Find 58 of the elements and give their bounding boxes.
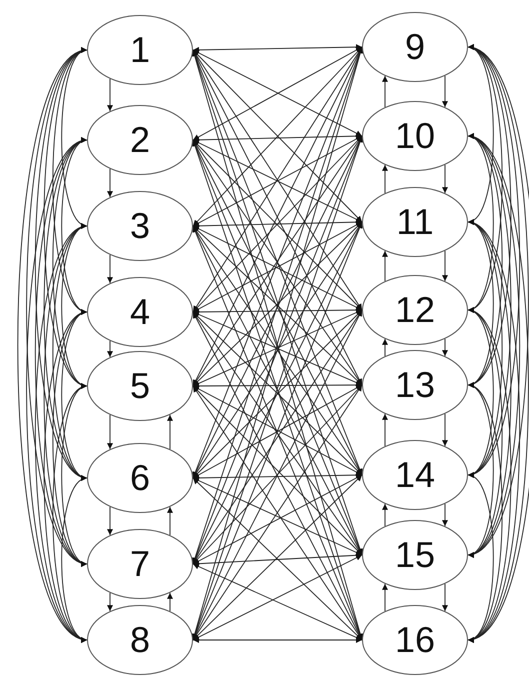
arrow: [382, 338, 388, 357]
arrow: [468, 474, 494, 640]
node-ellipse: 13: [362, 350, 468, 420]
arrow: [382, 164, 388, 194]
arrow: [442, 164, 448, 194]
arrow: [468, 310, 512, 640]
node-ellipse: 14: [362, 440, 468, 510]
arrow: [107, 254, 113, 284]
arrow: [192, 133, 362, 143]
arrow: [382, 413, 388, 447]
arrow: [382, 503, 388, 527]
arrow: [468, 384, 503, 640]
arrow: [107, 168, 113, 198]
arrow: [107, 78, 113, 112]
arrow: [107, 340, 113, 358]
node-ellipse: 8: [87, 605, 193, 675]
arrow: [167, 414, 173, 450]
arrow: [26, 140, 88, 640]
node-ellipse: 16: [362, 605, 468, 675]
node-ellipse: 11: [362, 187, 468, 257]
arrow: [167, 506, 173, 536]
arrow: [107, 414, 113, 450]
arrow: [61, 478, 88, 640]
arrow: [192, 219, 362, 229]
arrow: [61, 386, 88, 564]
arrow: [192, 637, 362, 643]
arrow: [52, 386, 88, 640]
arrow: [382, 583, 388, 612]
arrow: [107, 592, 113, 612]
arrow: [382, 75, 388, 108]
arrow: [468, 384, 494, 556]
node-ellipse: 10: [362, 101, 468, 171]
arrow: [442, 503, 448, 527]
node-ellipse: 1: [87, 15, 193, 85]
node-ellipse: 6: [87, 443, 193, 513]
arrow: [442, 75, 448, 108]
node-ellipse: 9: [362, 12, 468, 82]
arrow: [442, 583, 448, 612]
arrow: [107, 506, 113, 536]
arrow: [17, 50, 88, 640]
arrow: [442, 338, 448, 357]
node-ellipse: 2: [87, 105, 193, 175]
arrow: [382, 250, 388, 282]
node-ellipse: 7: [87, 529, 193, 599]
arrow: [34, 226, 88, 640]
node-ellipse: 12: [362, 275, 468, 345]
arrow: [192, 382, 362, 389]
node-ellipse: 5: [87, 351, 193, 421]
arrow: [192, 472, 362, 481]
arrow: [442, 250, 448, 282]
node-ellipse: 3: [87, 191, 193, 261]
node-ellipse: 4: [87, 277, 193, 347]
node-ellipse: 15: [362, 520, 468, 590]
arrow: [44, 312, 88, 640]
arrow: [167, 592, 173, 612]
arrow: [192, 44, 362, 53]
arrow: [468, 222, 520, 640]
arrow: [442, 413, 448, 447]
